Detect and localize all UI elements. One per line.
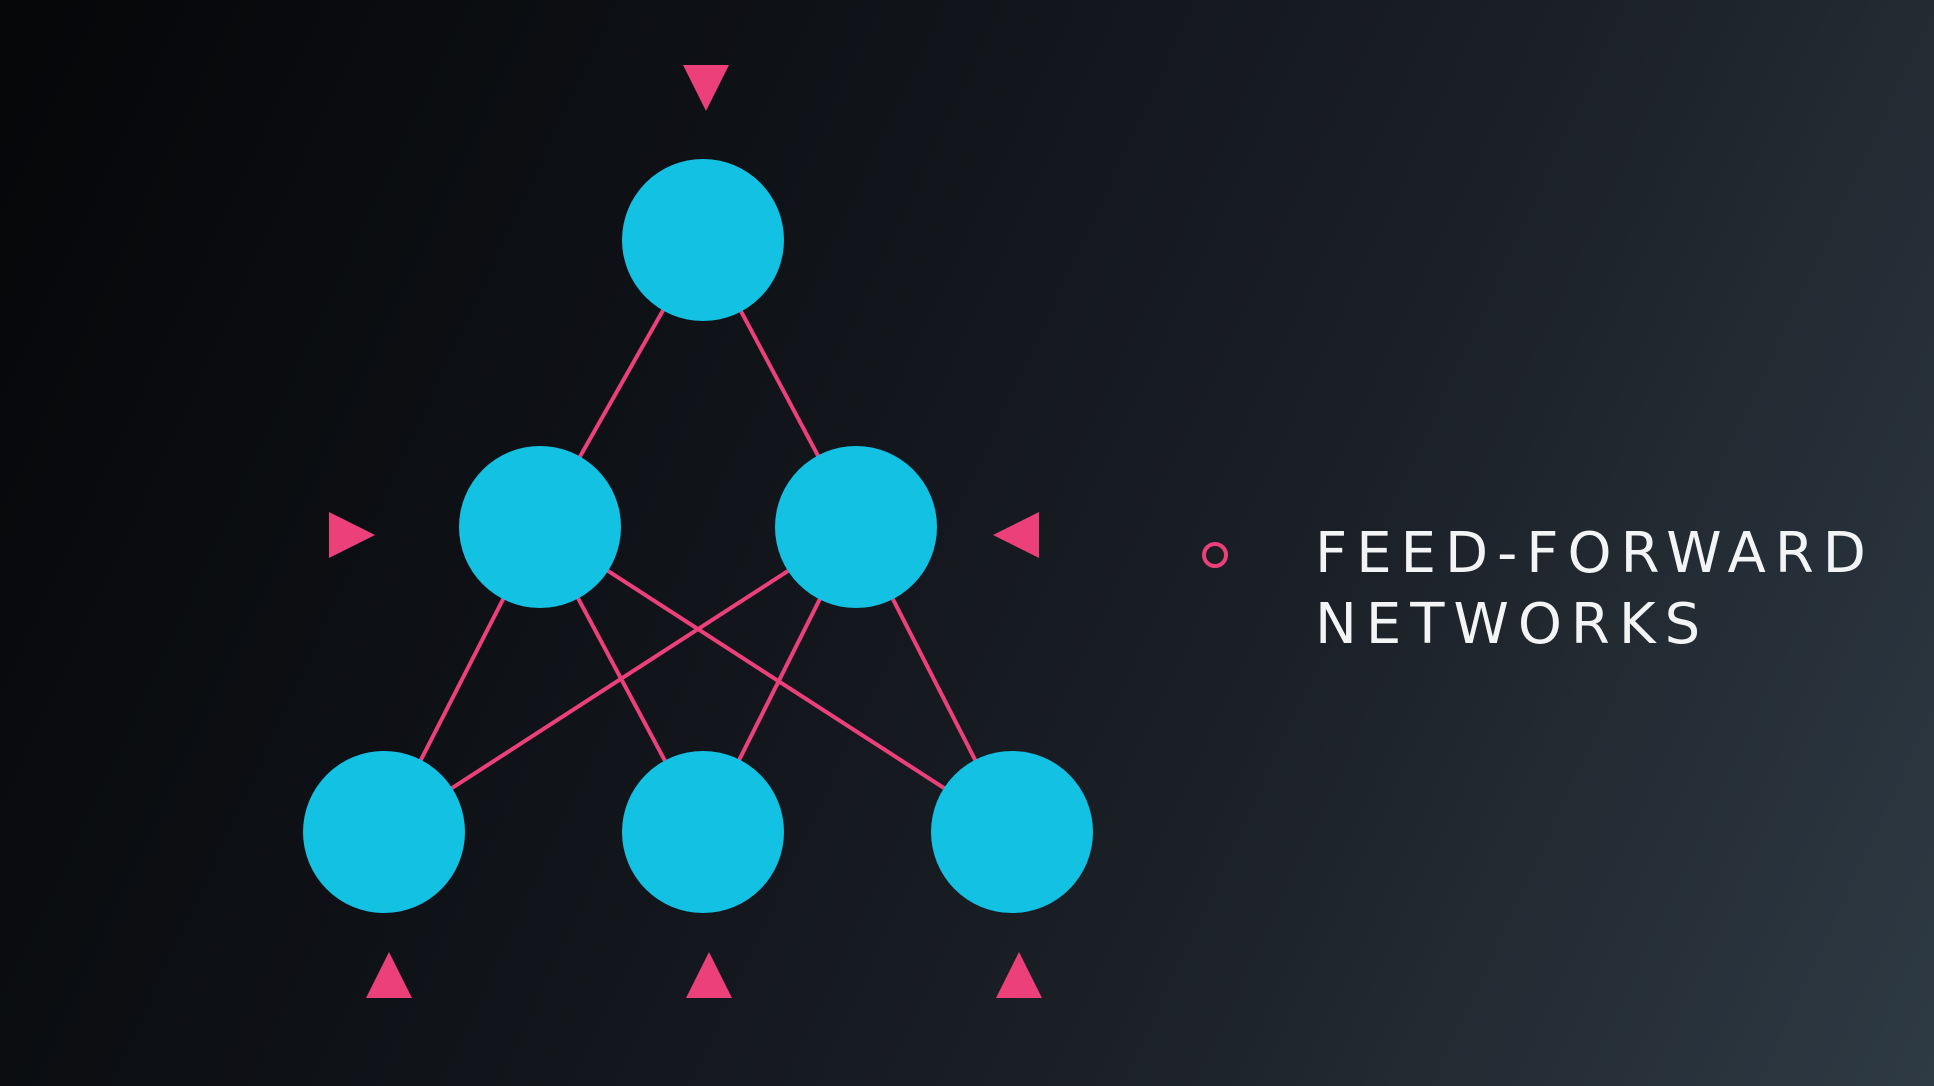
circle-bullet-icon [1202,542,1228,568]
node-bottom-left [303,751,465,913]
caption-line-2: NETWORKS [1315,592,1710,657]
node-mid-left [459,446,621,608]
network-nodes [303,159,1093,913]
arrow-top-icon [683,65,729,111]
arrow-bottom-left-icon [366,952,412,998]
node-mid-right [775,446,937,608]
network-arrows [329,65,1042,998]
caption-line-1: FEED-FORWARD [1315,521,1875,586]
node-bottom-right [931,751,1093,913]
arrow-bottom-right-icon [996,952,1042,998]
edge-bottom-left-to-mid-right [382,525,858,834]
slide-caption: FEED-FORWARD NETWORKS [1315,518,1875,660]
arrow-bottom-center-icon [686,952,732,998]
node-top [622,159,784,321]
arrow-mid-right-icon [993,512,1039,558]
arrow-mid-left-icon [329,512,375,558]
node-bottom-center [622,751,784,913]
edge-bottom-right-to-mid-left [538,525,1014,834]
